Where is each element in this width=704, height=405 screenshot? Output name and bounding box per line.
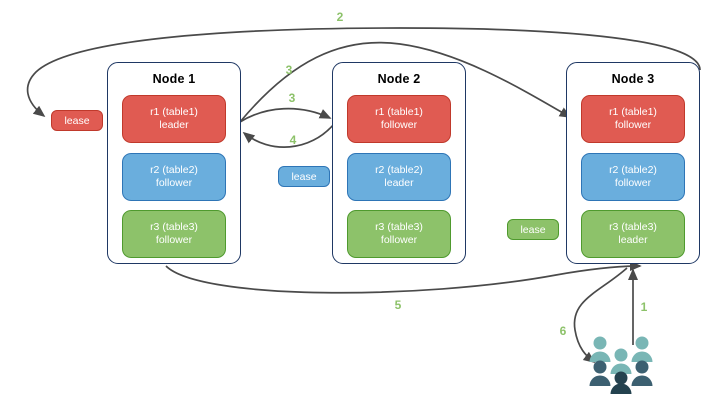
replica-node1-r3[interactable]: r3 (table3) follower bbox=[122, 210, 226, 258]
replica-node1-r1[interactable]: r1 (table1) leader bbox=[122, 95, 226, 143]
replica-line2: follower bbox=[155, 234, 193, 246]
users-icon bbox=[589, 336, 653, 394]
replica-line2: leader bbox=[159, 119, 189, 131]
replica-line1: r1 (table1) bbox=[609, 106, 657, 118]
edge-label-6: 6 bbox=[559, 324, 567, 338]
replica-node3-r1[interactable]: r1 (table1) follower bbox=[581, 95, 685, 143]
replica-line1: r3 (table3) bbox=[375, 221, 423, 233]
node-title-node3: Node 3 bbox=[611, 72, 655, 86]
users-back-row bbox=[589, 336, 653, 362]
replica-line1: r1 (table1) bbox=[375, 106, 423, 118]
replica-line2: follower bbox=[380, 119, 418, 131]
node-title-node1: Node 1 bbox=[152, 72, 196, 86]
replica-node2-r3[interactable]: r3 (table3) follower bbox=[347, 210, 451, 258]
lease-badge-red[interactable]: lease bbox=[51, 110, 103, 131]
replica-line2: follower bbox=[380, 234, 418, 246]
replica-line1: r2 (table2) bbox=[609, 164, 657, 176]
replica-node2-r2[interactable]: r2 (table2) leader bbox=[347, 153, 451, 201]
replica-line2: leader bbox=[618, 234, 648, 246]
edge-label-4: 4 bbox=[289, 133, 297, 147]
replica-line2: follower bbox=[614, 177, 652, 189]
edge-3b-path bbox=[239, 107, 332, 123]
lease-label: lease bbox=[291, 170, 317, 183]
edge-label-2: 2 bbox=[336, 10, 344, 24]
replica-node2-r1[interactable]: r1 (table1) follower bbox=[347, 95, 451, 143]
replica-line1: r3 (table3) bbox=[150, 221, 198, 233]
replica-node3-r2[interactable]: r2 (table2) follower bbox=[581, 153, 685, 201]
replica-line1: r2 (table2) bbox=[375, 164, 423, 176]
replica-line2: follower bbox=[155, 177, 193, 189]
replica-node1-r2[interactable]: r2 (table2) follower bbox=[122, 153, 226, 201]
edge-label-3a: 3 bbox=[285, 63, 293, 77]
replica-node3-r3[interactable]: r3 (table3) leader bbox=[581, 210, 685, 258]
replica-line1: r1 (table1) bbox=[150, 106, 198, 118]
replica-line1: r3 (table3) bbox=[609, 221, 657, 233]
users-back-center bbox=[610, 348, 632, 374]
edge-label-1: 1 bbox=[640, 300, 648, 314]
edge-label-5: 5 bbox=[394, 298, 402, 312]
users-front-row bbox=[589, 360, 653, 386]
lease-label: lease bbox=[520, 223, 546, 236]
replica-line2: leader bbox=[384, 177, 414, 189]
replica-line2: follower bbox=[614, 119, 652, 131]
node-title-node2: Node 2 bbox=[377, 72, 421, 86]
lease-label: lease bbox=[64, 114, 90, 127]
edge-5-path bbox=[165, 260, 642, 294]
replica-line1: r2 (table2) bbox=[150, 164, 198, 176]
edge-label-3b: 3 bbox=[288, 91, 296, 105]
lease-badge-blue[interactable]: lease bbox=[278, 166, 330, 187]
users-front-center bbox=[610, 371, 632, 394]
lease-badge-green[interactable]: lease bbox=[507, 219, 559, 240]
